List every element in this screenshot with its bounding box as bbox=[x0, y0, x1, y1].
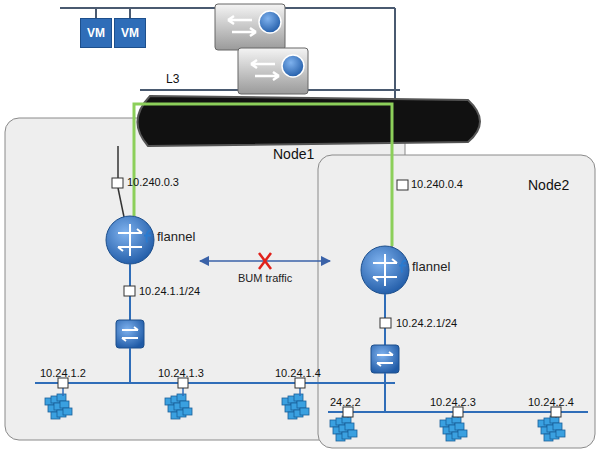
port bbox=[124, 286, 135, 296]
container-icon bbox=[553, 423, 562, 430]
container-icon bbox=[455, 423, 464, 430]
ip-address-label: 10.240.0.3 bbox=[127, 176, 179, 188]
port bbox=[380, 318, 391, 328]
ip-address-label: 10.24.2.4 bbox=[528, 396, 574, 408]
router-arrows bbox=[118, 224, 142, 256]
router-arrows bbox=[373, 254, 397, 286]
switch-icon bbox=[371, 345, 399, 373]
vm-box: VM bbox=[114, 18, 146, 48]
node-text: flannel bbox=[412, 259, 450, 274]
vm-box: VM bbox=[80, 18, 112, 48]
port bbox=[551, 407, 561, 417]
link bbox=[384, 373, 386, 412]
flannel-router-icon bbox=[361, 246, 409, 294]
port bbox=[453, 407, 463, 417]
router-icon bbox=[215, 4, 285, 50]
switch-arrows bbox=[122, 327, 138, 341]
flannel-router: flannel bbox=[330, 245, 455, 295]
container-icon bbox=[556, 430, 565, 437]
node-text: VM bbox=[87, 26, 105, 40]
flannel-router: flannel bbox=[105, 215, 200, 265]
container-icon bbox=[177, 394, 186, 401]
port bbox=[178, 378, 188, 388]
flannel-logo bbox=[399, 261, 406, 273]
node-region: Node1 flannel bbox=[5, 118, 405, 440]
blocked-mark bbox=[259, 253, 271, 269]
vm-drop bbox=[95, 8, 97, 18]
ip-address-label: 10.24.2.1/24 bbox=[396, 317, 457, 329]
ip-address-label: 24.2.2 bbox=[330, 396, 361, 408]
container-icon bbox=[345, 423, 354, 430]
ip-address-label: 10.24.1.1/24 bbox=[139, 285, 200, 297]
link bbox=[118, 188, 124, 217]
port bbox=[58, 378, 68, 388]
container-icon bbox=[294, 394, 303, 401]
container-icon bbox=[183, 408, 192, 415]
router-icon bbox=[238, 48, 308, 94]
vm-drop bbox=[129, 8, 131, 18]
port bbox=[112, 178, 123, 188]
switch-arrows bbox=[377, 352, 393, 366]
ip-address-label: 10.24.1.4 bbox=[275, 367, 321, 379]
link bbox=[129, 348, 131, 383]
container-icon bbox=[297, 401, 306, 408]
node-text: VM bbox=[121, 26, 139, 40]
link bbox=[117, 146, 119, 178]
container-icon bbox=[180, 401, 189, 408]
flannel-router-icon bbox=[106, 216, 154, 264]
port bbox=[295, 378, 305, 388]
container-icon bbox=[63, 408, 72, 415]
node-text: Node2 bbox=[528, 177, 569, 193]
container-icon bbox=[300, 408, 309, 415]
ip-address-label: 10.24.2.3 bbox=[430, 396, 476, 408]
container-group bbox=[45, 378, 565, 441]
container-icon bbox=[458, 430, 467, 437]
uplink-line bbox=[394, 8, 396, 100]
ip-address-label: 10.24.1.3 bbox=[158, 367, 204, 379]
ip-address-label: 10.24.1.2 bbox=[40, 367, 86, 379]
edge-label: BUM traffic bbox=[236, 272, 294, 284]
port bbox=[397, 180, 408, 190]
switch-icon bbox=[116, 320, 144, 348]
bridge-bus bbox=[35, 382, 395, 384]
container-icon bbox=[348, 430, 357, 437]
node-text: flannel bbox=[157, 229, 195, 244]
flannel-logo bbox=[144, 231, 151, 243]
overlay-path bbox=[134, 104, 392, 246]
container-icon bbox=[57, 394, 66, 401]
port bbox=[343, 407, 353, 417]
container-icon bbox=[60, 401, 69, 408]
node2-region bbox=[318, 155, 595, 448]
ip-address-label: 10.240.0.4 bbox=[411, 178, 463, 190]
node-text: Node1 bbox=[273, 146, 314, 162]
layer-label: L3 bbox=[166, 72, 179, 86]
